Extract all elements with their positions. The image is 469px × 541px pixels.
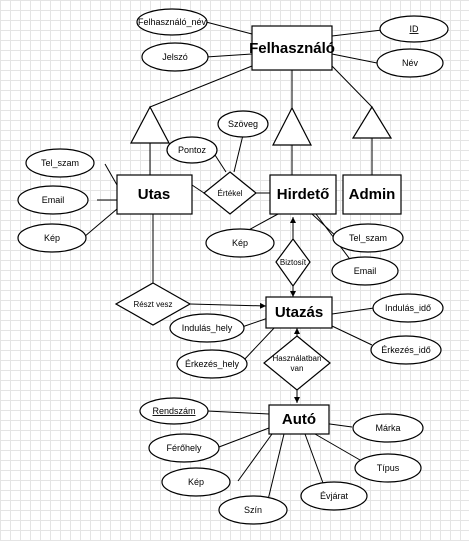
entity-felhasznalo-label: Felhasználó — [249, 40, 335, 57]
attribute-hirdeto-tel-szam[interactable]: Tel_szam — [332, 223, 404, 253]
attribute-utas-tel-szam[interactable]: Tel_szam — [25, 148, 95, 178]
attribute-marka-label: Márka — [375, 423, 400, 433]
entity-auto-label: Autó — [282, 411, 316, 428]
attribute-szin[interactable]: Szín — [218, 495, 288, 525]
attribute-nev-label: Név — [402, 58, 419, 68]
attribute-szin-label: Szín — [244, 505, 262, 515]
attribute-rendszam-label: Rendszám — [152, 406, 195, 416]
entity-admin[interactable]: Admin — [342, 174, 402, 215]
attribute-tipus[interactable]: Típus — [354, 453, 422, 483]
entity-hirdeto-label: Hirdető — [277, 186, 330, 203]
relationship-biztosit[interactable]: Biztosít — [275, 237, 311, 288]
attribute-hirdeto-email-label: Email — [354, 266, 377, 276]
inheritance-triangle-utas — [130, 105, 170, 144]
relationship-hasznalatban-label-line2: van — [291, 364, 304, 373]
attribute-hirdeto-kep-label: Kép — [232, 238, 248, 248]
entity-felhasznalo[interactable]: Felhasználó — [249, 25, 335, 71]
entity-utazas[interactable]: Utazás — [265, 296, 333, 329]
attribute-pontoz[interactable]: Pontoz — [166, 136, 218, 164]
attribute-indulas-hely-label: Indulás_hely — [182, 323, 233, 333]
attribute-indulas-hely[interactable]: Indulás_hely — [169, 313, 245, 343]
attribute-erkezes-ido[interactable]: Érkezés_idő — [370, 335, 442, 365]
attribute-id[interactable]: ID — [379, 15, 449, 43]
attribute-felhasznalo-nev[interactable]: Felhasználó_név — [136, 8, 208, 36]
relationship-ertekel[interactable]: Értékel — [203, 171, 257, 215]
entity-utazas-label: Utazás — [275, 304, 323, 321]
attribute-tipus-label: Típus — [377, 463, 400, 473]
attribute-auto-kep-label: Kép — [188, 477, 204, 487]
attribute-erkezes-hely[interactable]: Érkezés_hely — [176, 349, 248, 379]
attribute-szoveg-label: Szöveg — [228, 119, 258, 129]
attribute-evjarat[interactable]: Évjárat — [300, 481, 368, 511]
attribute-id-label: ID — [410, 24, 420, 34]
attribute-utas-kep-label: Kép — [44, 233, 60, 243]
inheritance-triangle-hirdeto — [272, 106, 312, 146]
attribute-hirdeto-tel-szam-label: Tel_szam — [349, 233, 387, 243]
attribute-erkezes-ido-label: Érkezés_idő — [381, 345, 431, 355]
attribute-szoveg[interactable]: Szöveg — [217, 110, 269, 138]
attribute-utas-tel-szam-label: Tel_szam — [41, 158, 79, 168]
relationship-hasznalatban-label-line1: Használatban — [273, 354, 322, 363]
attribute-jelszo[interactable]: Jelszó — [141, 42, 209, 72]
relationship-ertekel-label: Értékel — [218, 189, 243, 198]
attribute-evjarat-label: Évjárat — [320, 491, 349, 501]
attribute-utas-email-label: Email — [42, 195, 65, 205]
entity-admin-label: Admin — [349, 186, 396, 203]
attribute-hirdeto-email[interactable]: Email — [331, 256, 399, 286]
entity-utas[interactable]: Utas — [116, 174, 193, 215]
attribute-auto-kep[interactable]: Kép — [161, 467, 231, 497]
attribute-erkezes-hely-label: Érkezés_hely — [185, 359, 240, 369]
relationship-biztosit-label: Biztosít — [280, 258, 307, 267]
attribute-nev[interactable]: Név — [376, 48, 444, 78]
connection-lines — [83, 21, 383, 509]
entity-hirdeto[interactable]: Hirdető — [269, 174, 337, 215]
attribute-utas-kep[interactable]: Kép — [17, 223, 87, 253]
attribute-hirdeto-kep[interactable]: Kép — [205, 228, 275, 258]
entity-auto[interactable]: Autó — [268, 404, 330, 435]
relationship-hasznalatban-van[interactable]: Használatban van — [263, 335, 331, 391]
attribute-felhasznalo-nev-label: Felhasználó_név — [138, 17, 207, 27]
relationship-reszt-vesz[interactable]: Részt vesz — [114, 282, 192, 326]
attribute-rendszam[interactable]: Rendszám — [139, 397, 209, 425]
inheritance-triangle-admin — [351, 105, 393, 139]
attribute-ferohely-label: Férőhely — [166, 443, 202, 453]
attribute-utas-email[interactable]: Email — [17, 185, 89, 215]
attribute-marka[interactable]: Márka — [352, 413, 424, 443]
relationship-reszt-vesz-label: Részt vesz — [133, 300, 172, 309]
entity-utas-label: Utas — [138, 186, 171, 203]
attribute-pontoz-label: Pontoz — [178, 145, 207, 155]
attribute-jelszo-label: Jelszó — [162, 52, 188, 62]
attribute-ferohely[interactable]: Férőhely — [148, 433, 220, 463]
attribute-indulas-ido[interactable]: Indulás_idő — [372, 293, 444, 323]
attribute-indulas-ido-label: Indulás_idő — [385, 303, 431, 313]
